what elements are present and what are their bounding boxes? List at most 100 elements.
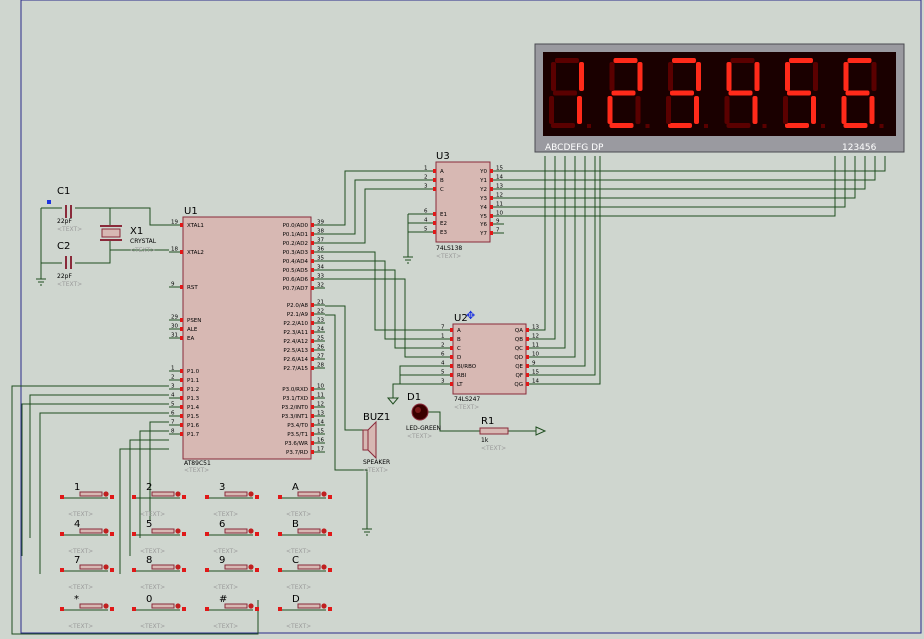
capacitor-c1[interactable]: C1 22pF <TEXT>	[47, 186, 82, 233]
pin-c[interactable]: 2C	[439, 343, 461, 353]
pin-y7[interactable]: 7Y7	[479, 228, 504, 238]
seven-segment-display[interactable]: ABCDEFG DP 123456	[534, 43, 905, 153]
key-star[interactable]: *<TEXT>	[60, 594, 114, 630]
pin-p1-5[interactable]: 6P1.5	[169, 411, 200, 421]
svg-text:QE: QE	[515, 364, 523, 370]
pin-a[interactable]: 1A	[422, 166, 444, 176]
key-D[interactable]: D<TEXT>	[278, 594, 332, 630]
key-2[interactable]: 2<TEXT>	[132, 482, 186, 518]
key-7[interactable]: 7<TEXT>	[60, 555, 114, 591]
svg-text:5: 5	[441, 370, 445, 376]
led-d1[interactable]: D1 LED-GREEN <TEXT>	[406, 392, 441, 440]
pin-qe[interactable]: 9QE	[515, 361, 540, 371]
key-B[interactable]: B<TEXT>	[278, 519, 332, 555]
key-8[interactable]: 8<TEXT>	[132, 555, 186, 591]
u3-decoder[interactable]: U3 1A2B3C6E14E25E315Y014Y113Y212Y311Y410…	[422, 151, 504, 260]
u1-microcontroller[interactable]: U1 19XTAL118XTAL29RST29PSEN30ALE31EA1P1.…	[169, 206, 325, 474]
key-hash[interactable]: #<TEXT>	[205, 594, 259, 630]
key-A[interactable]: A<TEXT>	[278, 482, 332, 518]
key-0[interactable]: 0<TEXT>	[132, 594, 186, 630]
pin-p1-7[interactable]: 8P1.7	[169, 429, 200, 439]
pin-p1-2[interactable]: 3P1.2	[169, 384, 199, 394]
speaker-buz1[interactable]: BUZ1 SPEAKER <TEXT>	[362, 412, 390, 474]
key-6[interactable]: 6<TEXT>	[205, 519, 259, 555]
pin-p1-1[interactable]: 2P1.1	[169, 375, 199, 385]
svg-text:P1.6: P1.6	[187, 423, 200, 429]
pin-b[interactable]: 2B	[422, 175, 444, 185]
pin-p1-6[interactable]: 7P1.6	[169, 420, 200, 430]
pin-b[interactable]: 1B	[439, 334, 461, 344]
key-C[interactable]: C<TEXT>	[278, 555, 332, 591]
pin-d[interactable]: 6D	[439, 352, 461, 362]
pin-e2[interactable]: 4E2	[422, 218, 447, 228]
key-5[interactable]: 5<TEXT>	[132, 519, 186, 555]
pin-lt[interactable]: 3LT	[439, 379, 463, 389]
move-handle-icon[interactable]: ✥	[466, 309, 475, 322]
key-4[interactable]: 4<TEXT>	[60, 519, 114, 555]
pin-p1-0[interactable]: 1P1.0	[169, 366, 200, 376]
u2-bcd-decoder[interactable]: U2 ✥ 7A1B2C6D4BI/RBO5RBI3LT13QA12QB11QC1…	[439, 309, 540, 411]
resistor-r1[interactable]: R1 1k <TEXT>	[479, 416, 509, 452]
pin-e1[interactable]: 6E1	[422, 209, 447, 219]
segment-label: ABCDEFG DP	[545, 143, 604, 153]
pin-bi-rbo[interactable]: 4BI/RBO	[439, 361, 477, 371]
key-3[interactable]: 3<TEXT>	[205, 482, 259, 518]
pin-p1-4[interactable]: 5P1.4	[169, 402, 200, 412]
pin-e3[interactable]: 5E3	[422, 227, 447, 237]
key-1[interactable]: 1<TEXT>	[60, 482, 114, 518]
svg-text:25: 25	[317, 336, 324, 342]
keypad-4x4[interactable]: 1<TEXT> 2<TEXT> 3<TEXT> A<TEXT> 4<TEXT> 5<TEX…	[60, 482, 332, 630]
pin-c[interactable]: 3C	[422, 184, 444, 194]
pin-a[interactable]: 7A	[439, 325, 461, 335]
pin-y6[interactable]: 9Y6	[479, 219, 504, 229]
pin-p1-3[interactable]: 4P1.3	[169, 393, 200, 403]
segment-c	[694, 96, 699, 124]
crystal-x1[interactable]: X1 CRYSTAL <TEXT>	[100, 225, 157, 254]
capacitor-c2[interactable]: C2 22pF <TEXT>	[57, 241, 82, 288]
key-9[interactable]: 9<TEXT>	[205, 555, 259, 591]
